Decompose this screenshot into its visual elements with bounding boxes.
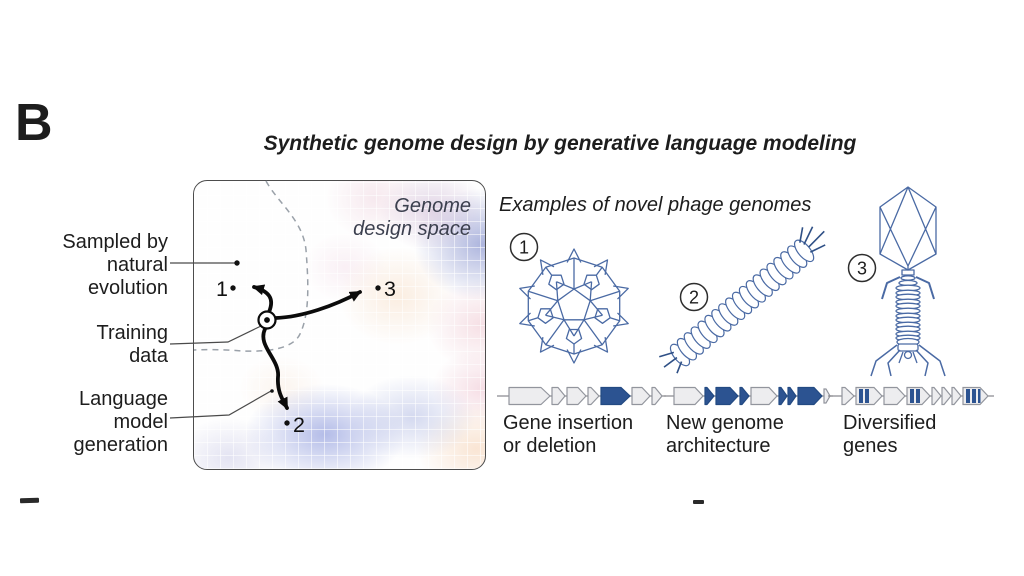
annotation-line: generation <box>73 434 168 456</box>
gene-arrow <box>566 386 587 406</box>
gene-arrow <box>787 386 797 406</box>
capsid-spikes <box>519 248 629 364</box>
gene-arrow <box>951 386 962 406</box>
caption-line: genes <box>843 435 898 457</box>
phage-tail-fibers <box>870 344 946 377</box>
capsid-central-pentagon <box>557 288 591 321</box>
annotation-line: natural <box>106 254 168 276</box>
annotation-language-model-generation: Language model generation <box>8 388 168 457</box>
badge-3-circle <box>847 253 877 283</box>
gene-arrow <box>883 386 906 406</box>
gene-arrow <box>941 386 952 406</box>
caption-diversified-genes: Diversified genes <box>843 412 936 458</box>
badge-1-number: 1 <box>519 238 529 258</box>
caption-gene-insertion-or-deletion: Gene insertion or deletion <box>503 412 633 458</box>
genome-track-1 <box>497 386 666 406</box>
annotation-line: Sampled by <box>62 231 168 253</box>
badge-3-number: 3 <box>857 259 867 279</box>
gene-arrow <box>750 386 778 406</box>
phage-baseplate <box>896 337 920 364</box>
gene-arrow <box>508 386 551 406</box>
caption-line: architecture <box>666 435 771 457</box>
icosahedral-capsid-phage-icon <box>519 248 629 364</box>
gene-arrow <box>651 386 663 406</box>
gene-arrow <box>715 386 739 406</box>
gene-arrow-inserted <box>600 386 631 406</box>
cropped-next-panel-mark <box>693 500 704 504</box>
caption-line: New genome <box>666 412 784 434</box>
design-space-label-line1: Genome <box>394 195 471 217</box>
caption-line: or deletion <box>503 435 597 457</box>
phage-neck <box>901 269 915 276</box>
gene-arrow <box>931 386 942 406</box>
gene-arrow <box>797 386 823 406</box>
caption-line: Gene insertion <box>503 412 634 434</box>
caption-line: Diversified <box>843 412 937 434</box>
badge-2-circle <box>679 282 709 312</box>
gene-arrow <box>778 386 788 406</box>
gene-arrow <box>673 386 704 406</box>
annotation-training-data: Training data <box>8 322 168 368</box>
genome-design-space-box: Genome design space <box>193 180 486 470</box>
badge-2-number: 2 <box>689 288 699 308</box>
gene-arrow <box>823 388 831 404</box>
annotation-line: data <box>129 345 168 367</box>
gene-arrow <box>704 386 715 406</box>
tailed-phage-icon <box>870 186 946 377</box>
caption-new-genome-architecture: New genome architecture <box>666 412 784 458</box>
genome-track-3 <box>828 386 994 406</box>
gene-arrow-diversified <box>855 386 883 406</box>
phage-head <box>879 186 937 271</box>
gene-arrow-diversified <box>962 386 989 406</box>
gene-arrow <box>551 386 566 406</box>
genome-track-2 <box>664 386 833 406</box>
annotation-line: Training <box>96 322 168 344</box>
annotation-line: Language <box>79 388 168 410</box>
gene-arrow-diversified <box>906 386 931 406</box>
example-number-badges: 1 2 3 <box>509 232 877 312</box>
panel-label: B <box>15 94 53 152</box>
examples-header: Examples of novel phage genomes <box>499 194 812 216</box>
phage-whiskers <box>881 276 935 300</box>
gene-arrow <box>631 386 651 406</box>
annotation-line: evolution <box>87 277 168 299</box>
filamentous-phage-icon <box>659 226 826 374</box>
phage-tail-sheath <box>895 275 921 342</box>
cropped-next-panel-mark <box>19 497 40 503</box>
design-space-label: Genome design space <box>353 195 471 241</box>
design-space-label-line2: design space <box>353 218 471 240</box>
figure-title: Synthetic genome design by generative la… <box>263 132 857 155</box>
annotation-sampled-by-natural-evolution: Sampled by natural evolution <box>8 231 168 300</box>
gene-arrow <box>841 386 855 406</box>
gene-arrow <box>739 386 750 406</box>
annotation-line: model <box>113 411 168 433</box>
gene-arrow <box>587 386 600 406</box>
badge-1-circle <box>509 232 539 262</box>
filament-end-fibers <box>659 226 826 374</box>
